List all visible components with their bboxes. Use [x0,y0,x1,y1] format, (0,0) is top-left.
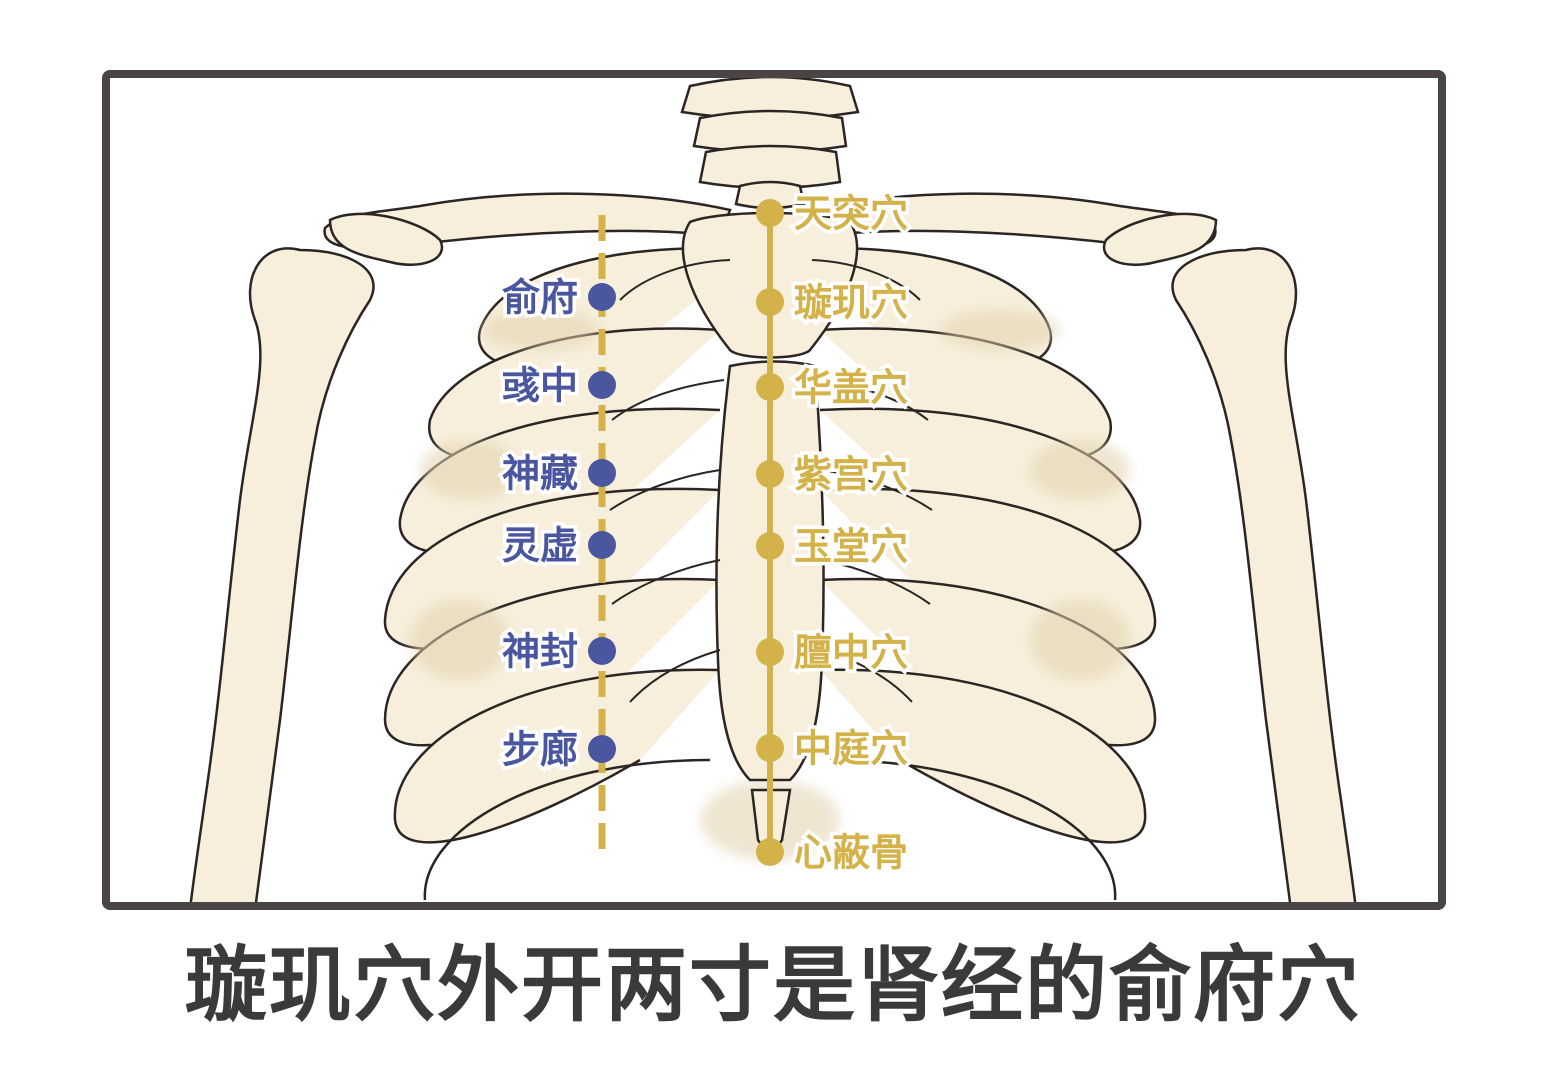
kidney-point-label: 俞府 [502,275,578,320]
ren-point-label: 紫宫穴 [794,452,908,497]
ren-point-label: 心蔽骨 [794,830,908,875]
ren-point-dot [756,838,784,866]
ren-point-dot [756,532,784,560]
kidney-point-label: 步廊 [502,727,578,772]
costal-cartilage [609,259,933,703]
frame [102,70,1446,910]
shoulder-caps [328,212,1218,266]
kidney-point-dot [588,459,616,487]
ren-point-label: 中庭穴 [794,726,908,771]
humerus-left [189,247,375,904]
ren-point-label: 璇玑穴 [794,280,908,325]
ren-point-dot [756,373,784,401]
ren-point-label: 华盖穴 [794,365,908,410]
shading [410,310,1130,860]
ren-point-dot [756,199,784,227]
kidney-point-label: 灵虚 [502,523,578,568]
kidney-point-label: 神封 [502,629,578,674]
ren-point-dot [756,288,784,316]
kidney-point-dot [588,637,616,665]
ren-point-label: 天突穴 [794,191,908,236]
kidney-point-dot [588,735,616,763]
ren-point-dot [756,638,784,666]
ren-point-dot [756,460,784,488]
ren-point-label: 膻中穴 [794,630,908,675]
kidney-point-dot [588,371,616,399]
kidney-point-dot [588,283,616,311]
caption: 璇玑穴外开两寸是肾经的俞府穴 [184,937,1361,1033]
kidney-point-dot [588,531,616,559]
ren-point-dot [756,734,784,762]
humerus-right [1171,247,1357,904]
kidney-point-label: 神藏 [502,451,578,496]
ren-point-label: 玉堂穴 [794,524,908,569]
cervical-spine [680,76,860,210]
kidney-point-label: 彧中 [502,363,578,408]
